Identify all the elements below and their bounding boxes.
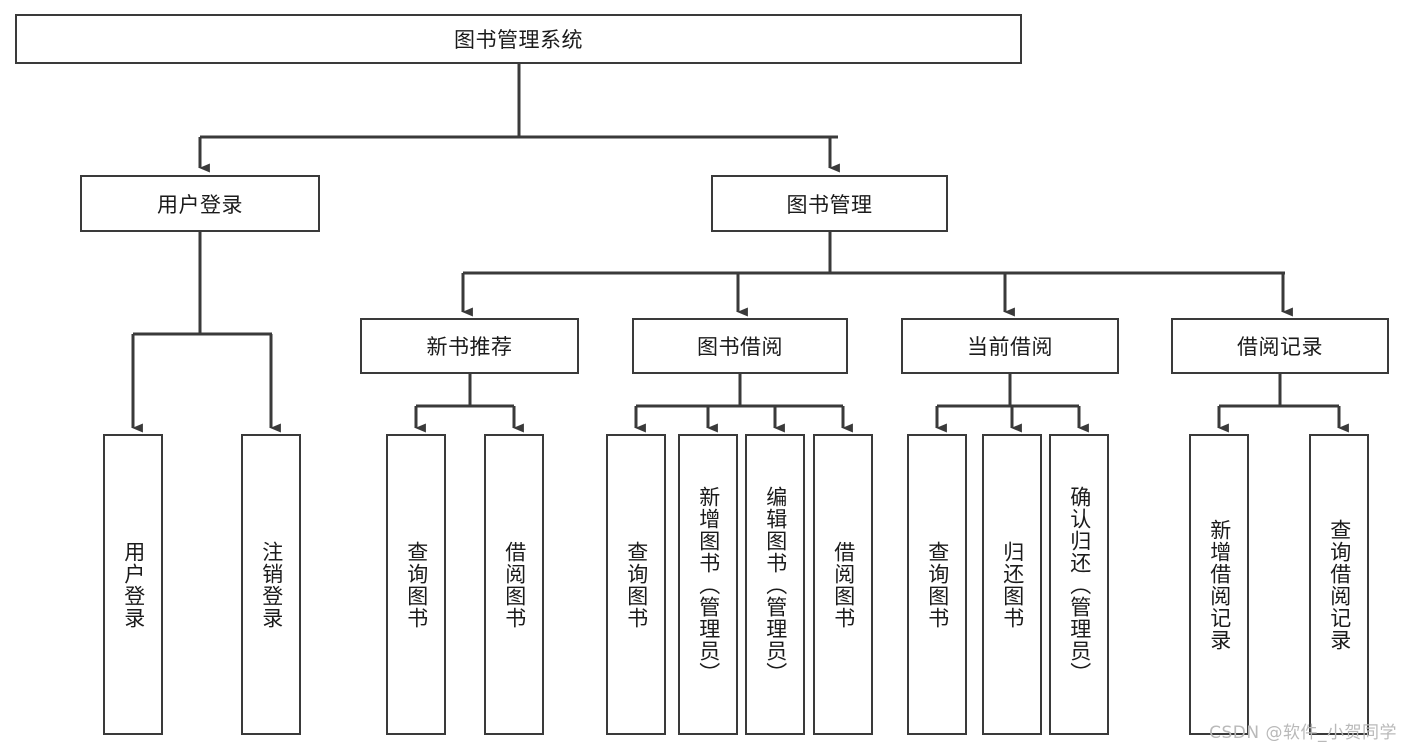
leaf-query-book-borrow[interactable]: 查询图书	[606, 434, 666, 735]
leaf-query-book-newbook[interactable]: 查询图书	[386, 434, 446, 735]
node-user-login[interactable]: 用户登录	[80, 175, 320, 232]
leaf-label: 查询借阅记录	[1327, 518, 1352, 651]
leaf-label: 确认归还（管理员）	[1067, 485, 1092, 684]
leaf-query-book-current[interactable]: 查询图书	[907, 434, 967, 735]
node-root[interactable]: 图书管理系统	[15, 14, 1022, 64]
leaf-user-login[interactable]: 用户登录	[103, 434, 163, 735]
leaf-label: 查询图书	[404, 540, 429, 629]
leaf-logout[interactable]: 注销登录	[241, 434, 301, 735]
leaf-add-borrow-record[interactable]: 新增借阅记录	[1189, 434, 1249, 735]
leaf-edit-book-admin[interactable]: 编辑图书（管理员）	[745, 434, 805, 735]
leaf-confirm-return-admin[interactable]: 确认归还（管理员）	[1049, 434, 1109, 735]
leaf-add-book-admin[interactable]: 新增图书（管理员）	[678, 434, 738, 735]
leaf-label: 注销登录	[259, 540, 284, 629]
node-borrow-records[interactable]: 借阅记录	[1171, 318, 1389, 374]
leaf-label: 查询图书	[925, 540, 950, 629]
leaf-return-book[interactable]: 归还图书	[982, 434, 1042, 735]
leaf-label: 新增图书（管理员）	[696, 485, 721, 684]
leaf-label: 用户登录	[121, 540, 146, 629]
leaf-query-borrow-record[interactable]: 查询借阅记录	[1309, 434, 1369, 735]
node-new-book-recommend[interactable]: 新书推荐	[360, 318, 579, 374]
node-current-borrow[interactable]: 当前借阅	[901, 318, 1119, 374]
leaf-lend-book[interactable]: 借阅图书	[813, 434, 873, 735]
csdn-watermark: CSDN @软件_小贺同学	[1209, 723, 1397, 743]
leaf-label: 查询图书	[624, 540, 649, 629]
node-book-borrow[interactable]: 图书借阅	[632, 318, 848, 374]
leaf-label: 归还图书	[1000, 540, 1025, 629]
leaf-label: 借阅图书	[831, 540, 856, 629]
leaf-label: 借阅图书	[502, 540, 527, 629]
leaf-label: 新增借阅记录	[1207, 518, 1232, 651]
node-book-management[interactable]: 图书管理	[711, 175, 948, 232]
leaf-borrow-book-newbook[interactable]: 借阅图书	[484, 434, 544, 735]
leaf-label: 编辑图书（管理员）	[763, 485, 788, 684]
